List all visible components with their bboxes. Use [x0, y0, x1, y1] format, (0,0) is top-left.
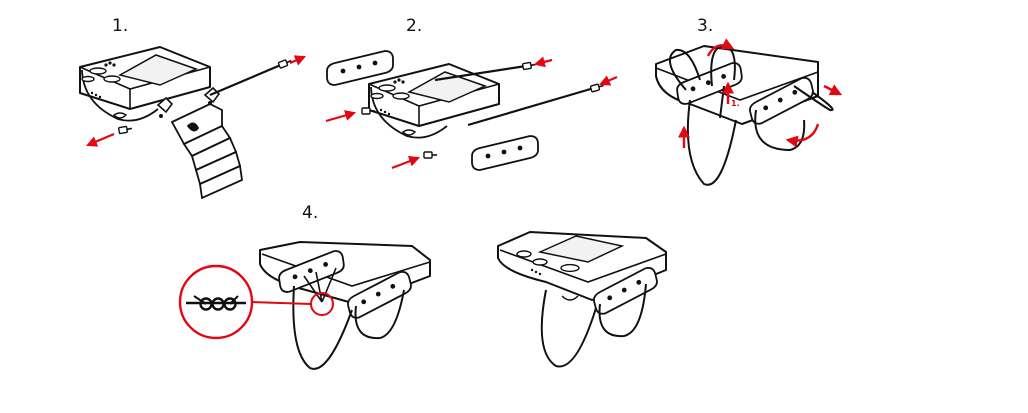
screw-icon	[117, 124, 134, 135]
rod	[467, 86, 595, 127]
red-arrow-icon	[706, 38, 735, 57]
red-arrow-icon	[391, 156, 421, 170]
cord	[754, 109, 806, 152]
cord	[292, 285, 353, 370]
screw-icon	[521, 60, 538, 71]
knot-highlight	[310, 292, 334, 316]
final-illustration	[497, 231, 667, 368]
red-arrow-icon	[85, 132, 115, 147]
step-3-sub-label: 1.	[731, 99, 740, 108]
cord	[598, 283, 647, 338]
device-icon	[79, 46, 211, 122]
step-3-illustration: 1.	[655, 38, 843, 186]
red-arrow-icon	[598, 75, 618, 86]
red-arrow-icon	[289, 55, 307, 66]
step-4-illustration	[178, 241, 431, 370]
rod	[434, 64, 527, 82]
cord	[303, 267, 337, 303]
cord	[793, 85, 834, 112]
device-icon	[368, 63, 500, 139]
cord	[668, 48, 701, 91]
step-1-number: 1.	[112, 16, 129, 36]
cord	[540, 289, 597, 368]
red-arrow-icon	[785, 123, 820, 148]
step-2-number: 2.	[406, 16, 423, 36]
red-arrow-icon	[533, 56, 553, 68]
rod	[209, 62, 284, 97]
red-arrow-icon	[325, 110, 357, 123]
bracket-bottom	[471, 135, 539, 171]
step-2-illustration	[325, 50, 618, 171]
step-3-number: 3.	[697, 16, 714, 36]
cord	[354, 289, 405, 340]
knot-icon	[186, 295, 246, 311]
mount-bellows	[170, 102, 243, 200]
step-4-number: 4.	[302, 203, 319, 223]
red-arrow-icon	[823, 84, 843, 96]
screw-icon	[423, 151, 438, 159]
step-1-illustration	[79, 46, 307, 200]
callout-line	[251, 301, 312, 305]
